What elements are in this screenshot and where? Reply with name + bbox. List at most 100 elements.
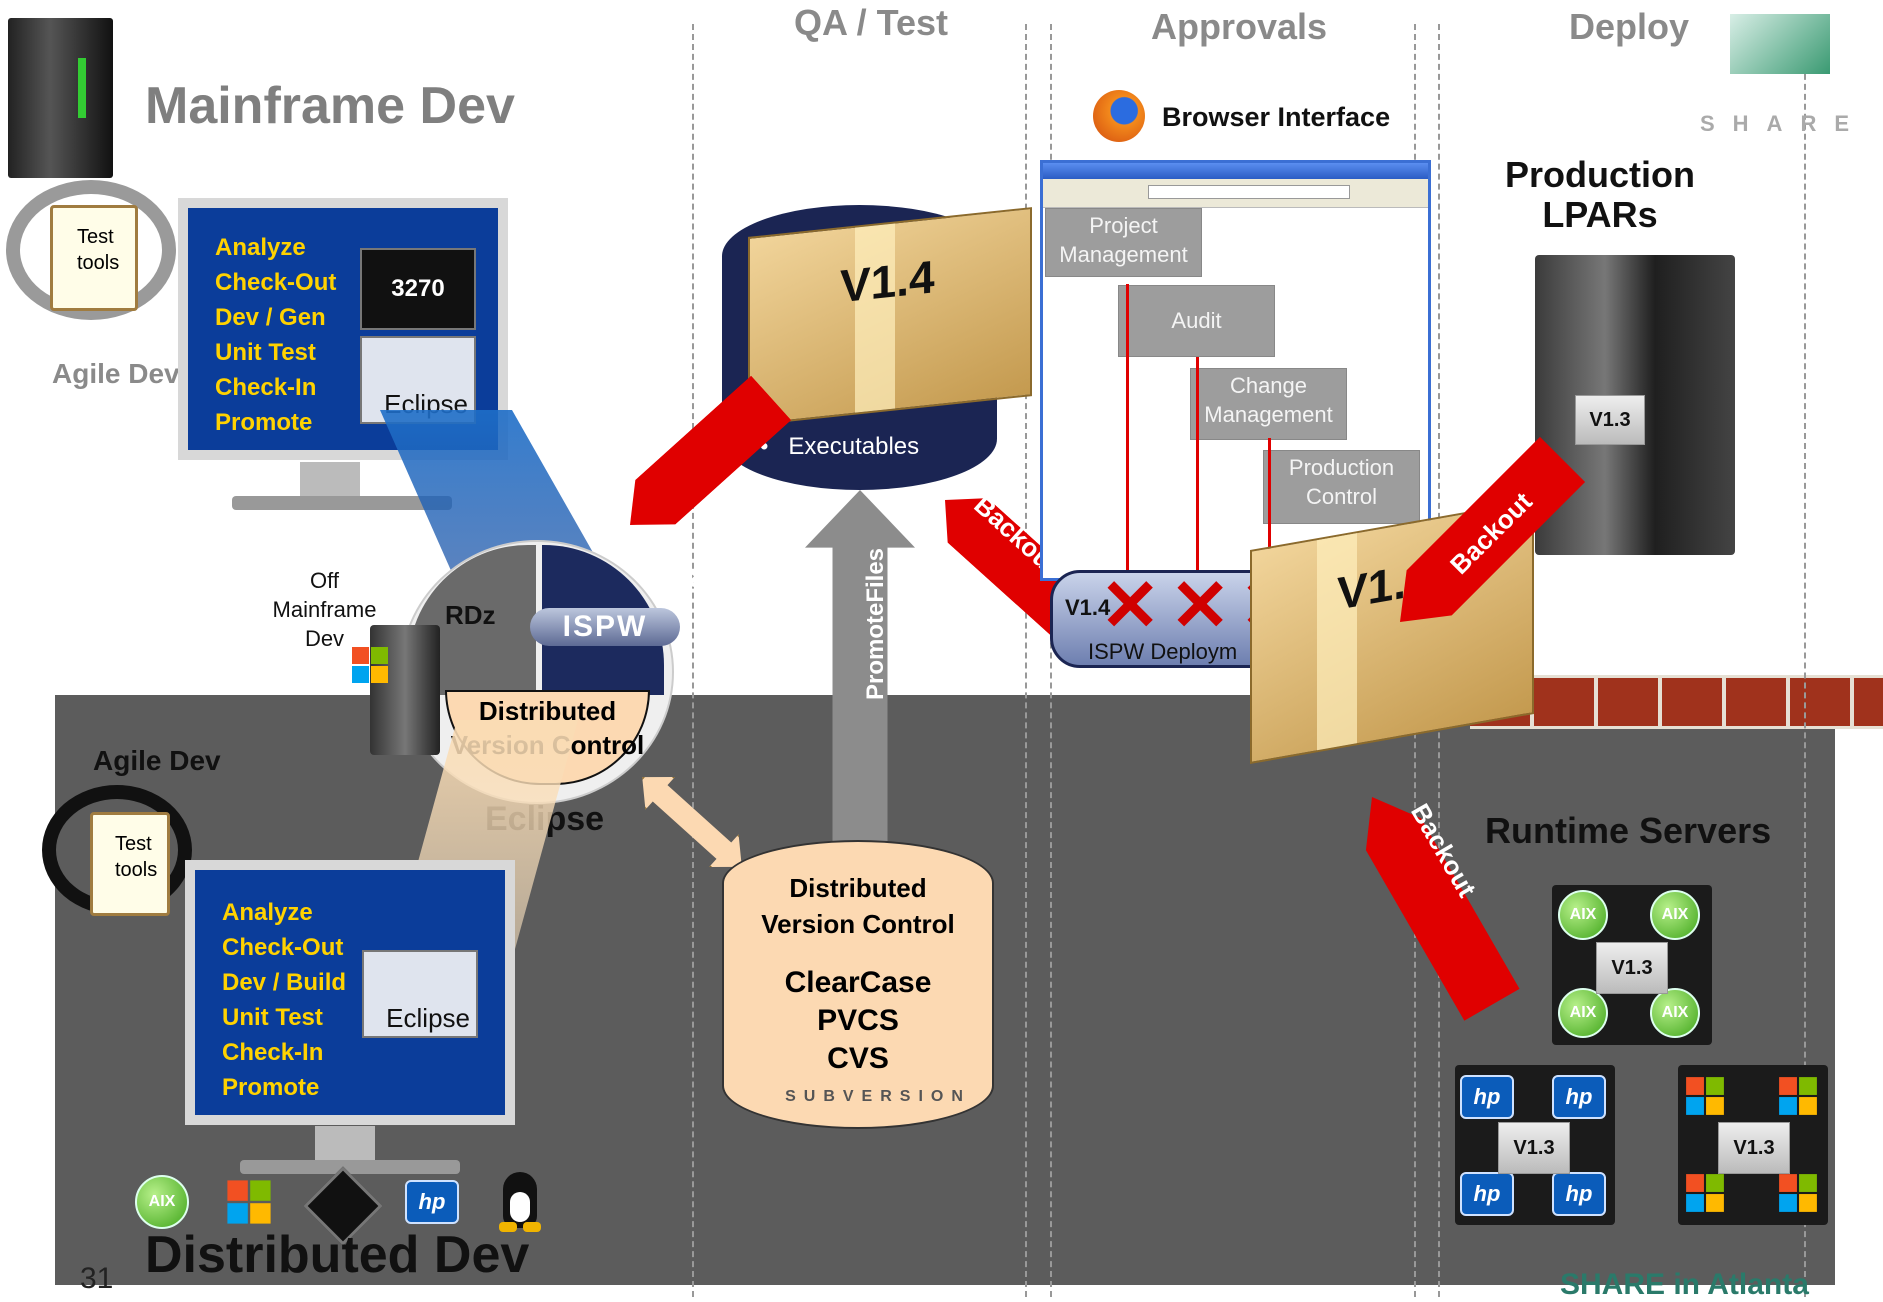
windows-logo-icon: [350, 645, 390, 685]
dvc-store-line2: Version Control: [761, 909, 955, 939]
menu-analyze: Analyze: [215, 234, 306, 261]
hp-node-1: hp: [1460, 1075, 1514, 1119]
dvc-store-line1: Distributed: [789, 873, 927, 903]
dist-menu-unit-test: Unit Test: [222, 1004, 323, 1031]
windows-cluster-package: V1.3: [1718, 1122, 1790, 1174]
distributed-monitor-stand: [315, 1126, 375, 1162]
clipboard-text-tools: tools: [77, 252, 120, 274]
runtime-servers-title: Runtime Servers: [1485, 810, 1772, 851]
deploy-bar-label: ISPW Deploym: [1088, 639, 1238, 664]
eclipse-thumbnail-distributed: Eclipse: [362, 950, 478, 1038]
distributed-agile-dev-label: Agile Dev: [93, 745, 221, 776]
menu-dev-gen: Dev / Gen: [215, 304, 326, 331]
rejection-x-1: ✕: [1100, 566, 1161, 646]
production-title-line1: Production: [1505, 154, 1695, 195]
off-label-1: Off: [310, 568, 339, 593]
dist-menu-analyze: Analyze: [222, 899, 313, 926]
page-number: 31: [80, 1262, 114, 1295]
menu-promote: Promote: [215, 409, 313, 436]
column-header-approvals: Approvals: [1137, 6, 1342, 48]
windows-node-4: [1779, 1174, 1817, 1212]
dist-menu-check-out: Check-Out: [222, 934, 344, 961]
browser-titlebar: [1043, 163, 1428, 179]
distributed-clipboard-icon: Test tools: [90, 812, 170, 916]
off-label-3: Dev: [304, 626, 345, 651]
approval-line-2: [1196, 357, 1199, 574]
workflow-audit: Audit: [1118, 285, 1275, 357]
workflow-production-control: Production Control: [1263, 450, 1420, 524]
deploy-package-label: V1.: [1337, 555, 1407, 620]
column-header-qa-test: QA / Test: [780, 2, 963, 44]
mainframe-monitor-base: [232, 496, 452, 510]
mainframe-agile-dev-label: Agile Dev: [52, 358, 180, 389]
aix-node-2: AIX: [1650, 890, 1700, 940]
aix-node-3: AIX: [1558, 988, 1608, 1038]
mainframe-dev-title: Mainframe Dev: [145, 77, 515, 135]
eclipse-label-distributed: Eclipse: [386, 1003, 470, 1033]
terminal-3270-label: 3270: [391, 275, 445, 302]
rejection-x-2: ✕: [1170, 566, 1231, 646]
eclipse-thumbnail-mainframe: Eclipse: [360, 336, 476, 424]
clipboard-text-test: Test: [77, 226, 114, 248]
hp-node-3: hp: [1460, 1172, 1514, 1216]
linux-tux-icon: [495, 1172, 545, 1234]
dist-menu-check-in: Check-In: [222, 1039, 324, 1066]
qa-package-box: V1.4: [748, 207, 1032, 426]
dvc-store-cylinder: Distributed Version Control ClearCase PV…: [722, 840, 994, 1129]
aix-node-4: AIX: [1650, 988, 1700, 1038]
qa-executables-text: Executables: [788, 433, 920, 460]
dvc-item-pvcs: PVCS: [817, 1004, 899, 1037]
windows-node-2: [1779, 1077, 1817, 1115]
hp-cluster-package: V1.3: [1498, 1122, 1570, 1174]
dist-clipboard-text-tools: tools: [115, 859, 158, 881]
qa-package-label: V1.4: [840, 250, 935, 313]
hp-node-2: hp: [1552, 1075, 1606, 1119]
clipboard-icon: Test tools: [50, 205, 138, 311]
approval-line-3: [1268, 438, 1271, 574]
production-title-line2: LPARs: [1542, 194, 1658, 235]
windows-platform-icon: [227, 1180, 271, 1224]
menu-check-out: Check-Out: [215, 269, 337, 296]
promote-files-label: PromoteFiles: [862, 547, 890, 701]
ispw-logo: ISPW: [530, 608, 680, 646]
workflow-project-management: Project Management: [1045, 208, 1202, 277]
deploy-bar-package: V1.4: [1065, 595, 1111, 620]
browser-address-bar[interactable]: [1148, 185, 1350, 199]
aix-node-1: AIX: [1558, 890, 1608, 940]
dist-clipboard-text-test: Test: [115, 833, 152, 855]
terminal-3270-thumbnail: 3270: [360, 248, 476, 330]
aix-cluster-package: V1.3: [1596, 942, 1668, 994]
off-mainframe-label: Off Mainframe Dev: [262, 566, 387, 653]
mainframe-monitor-stand: [300, 462, 360, 500]
qa-bullet-executables: • Executables: [760, 433, 920, 460]
share-logo-text: SHARE: [1700, 111, 1868, 136]
distributed-dev-title: Distributed Dev: [145, 1226, 530, 1284]
dvc-item-cvs: CVS: [827, 1042, 889, 1075]
menu-unit-test: Unit Test: [215, 339, 316, 366]
lpar-package: V1.3: [1575, 395, 1645, 445]
hp-node-4: hp: [1552, 1172, 1606, 1216]
distributed-activity-list: Analyze Check-Out Dev / Build Unit Test …: [222, 895, 346, 1105]
dist-menu-promote: Promote: [222, 1074, 320, 1101]
mainframe-activity-list: Analyze Check-Out Dev / Gen Unit Test Ch…: [215, 230, 336, 440]
production-lpars-title: Production LPARs: [1505, 155, 1695, 235]
pc-tower-icon: [370, 625, 440, 755]
workflow-change-management: Change Management: [1190, 368, 1347, 440]
firefox-icon: [1093, 90, 1145, 142]
share-logo: SHARE: [1700, 6, 1850, 146]
browser-interface-label: Browser Interface: [1162, 102, 1391, 132]
off-label-2: Mainframe: [272, 597, 377, 622]
aix-platform-icon: AIX: [135, 1175, 189, 1229]
distributed-dev-monitor: [185, 860, 515, 1125]
menu-check-in: Check-In: [215, 374, 317, 401]
share-atlanta-logo: SHARE in Atlanta: [1560, 1268, 1809, 1301]
column-header-deploy: Deploy: [1555, 6, 1704, 48]
rdz-label: RDz: [445, 600, 496, 630]
brick-wall: [1470, 675, 1883, 729]
dist-menu-dev-build: Dev / Build: [222, 969, 347, 996]
windows-node-3: [1686, 1174, 1724, 1212]
subversion-logo: SUBVERSION: [785, 1088, 971, 1105]
approval-line-1: [1126, 284, 1129, 574]
distributed-monitor-base: [240, 1160, 460, 1174]
qa-test-column: [692, 24, 1027, 1297]
